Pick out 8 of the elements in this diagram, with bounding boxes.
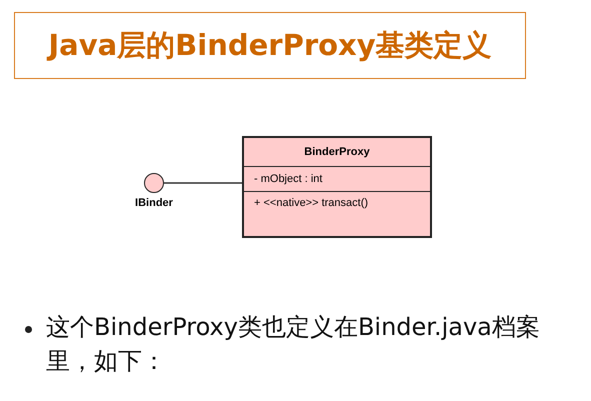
class-box bbox=[242, 136, 432, 238]
bullet-text: 这个BinderProxy类也定义在Binder.java档案里，如下： bbox=[46, 312, 541, 377]
title-box: Java层的BinderProxy基类定义 bbox=[14, 12, 526, 79]
operation-text: + <<native>> transact() bbox=[253, 196, 370, 211]
attribute-text: - mObject : int bbox=[244, 167, 430, 192]
interface-name: IBinder bbox=[134, 197, 174, 209]
class-name: BinderProxy bbox=[244, 138, 430, 167]
connector-line bbox=[164, 182, 242, 184]
